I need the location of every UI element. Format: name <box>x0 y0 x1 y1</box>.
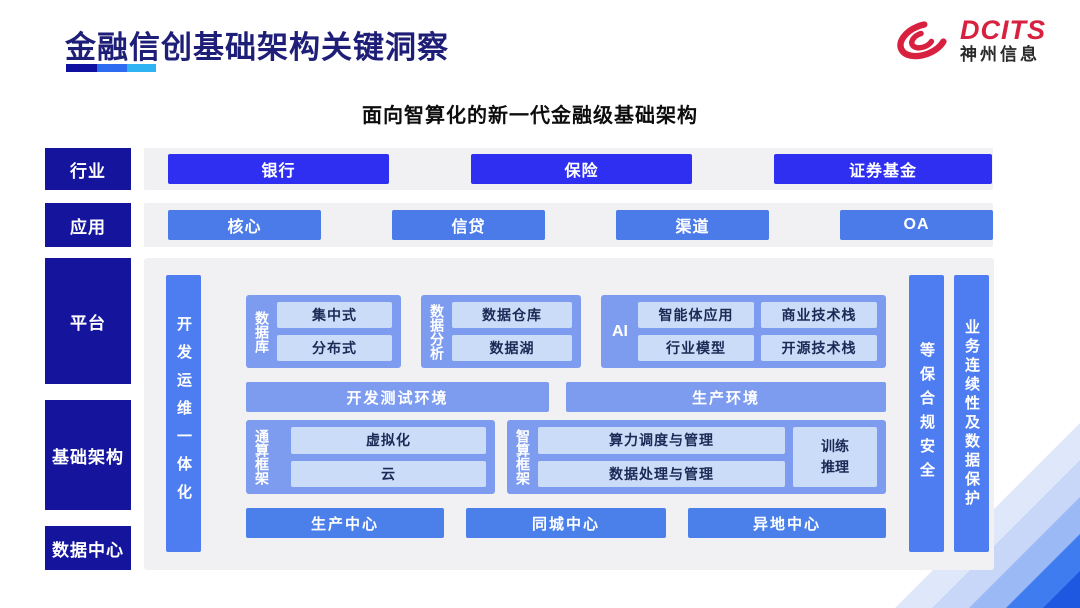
industry-row: 银行 保险 证券基金 <box>144 148 993 190</box>
dev-test-environment-bar: 开发测试环境 <box>246 382 549 412</box>
analytics-item-lake: 数据湖 <box>452 335 572 361</box>
industry-item-insurance: 保险 <box>471 154 692 184</box>
ai-framework-item-compute-scheduling: 算力调度与管理 <box>538 427 785 454</box>
ai-item-commercial-stack: 商业技术栈 <box>761 302 877 328</box>
architecture-diagram: 行业 银行 保险 证券基金 应用 核心 信贷 渠道 OA 平台 基础架构 数据中… <box>45 148 994 570</box>
underline-segment <box>97 64 127 72</box>
database-group-label: 数据库 <box>254 310 270 353</box>
underline-segment <box>66 64 97 72</box>
datacenters-row: 生产中心 同城中心 异地中心 <box>246 508 886 538</box>
center-remote: 异地中心 <box>688 508 886 538</box>
frameworks-row: 通算框架 虚拟化 云 智算框架 算力调度与管理 数据处理与管理 <box>246 420 886 494</box>
production-environment-bar: 生产环境 <box>566 382 886 412</box>
general-item-virtualization: 虚拟化 <box>291 427 486 454</box>
platform-content: 数据库 集中式 分布式 数据分析 数据仓库 数据湖 <box>246 275 886 552</box>
page-title: 金融信创基础架构关键洞察 <box>65 30 449 65</box>
title-underline <box>66 64 156 72</box>
database-item-distributed: 分布式 <box>277 335 392 361</box>
layer-label-platform: 平台 <box>45 258 131 384</box>
layer-label-application: 应用 <box>45 203 131 247</box>
industry-item-securities: 证券基金 <box>774 154 992 184</box>
pillar-devops: 开发运维一体化 <box>166 275 201 552</box>
layer-label-infrastructure: 基础架构 <box>45 400 131 510</box>
application-item-core: 核心 <box>168 210 321 240</box>
training-inference-box: 训练推理 <box>793 427 877 487</box>
general-compute-framework-group: 通算框架 虚拟化 云 <box>246 420 495 494</box>
analytics-item-warehouse: 数据仓库 <box>452 302 572 328</box>
application-row: 核心 信贷 渠道 OA <box>144 203 993 247</box>
layer-label-column: 平台 基础架构 数据中心 <box>45 258 131 570</box>
database-item-centralized: 集中式 <box>277 302 392 328</box>
platform-services-row: 数据库 集中式 分布式 数据分析 数据仓库 数据湖 <box>246 295 886 368</box>
data-analytics-group-label: 数据分析 <box>429 303 445 360</box>
application-item-oa: OA <box>840 210 993 240</box>
general-compute-framework-label: 通算框架 <box>254 429 270 485</box>
underline-segment <box>127 64 156 72</box>
general-item-cloud: 云 <box>291 460 486 487</box>
logo-brand-text: DCITS <box>960 15 1046 45</box>
ai-framework-item-data-processing: 数据处理与管理 <box>538 460 785 487</box>
data-analytics-group: 数据分析 数据仓库 数据湖 <box>421 295 581 368</box>
layer-label-industry: 行业 <box>45 148 131 190</box>
pillar-business-continuity: 业务连续性及数据保护 <box>954 275 989 552</box>
platform-zone: 开发运维一体化 数据库 集中式 分布式 数据分析 <box>144 258 994 570</box>
ai-item-industry-model: 行业模型 <box>638 335 754 361</box>
industry-item-bank: 银行 <box>168 154 389 184</box>
dcits-logo: DCITS 神州信息 <box>894 16 1046 64</box>
center-same-city: 同城中心 <box>466 508 666 538</box>
application-item-channel: 渠道 <box>616 210 769 240</box>
layer-label-datacenter: 数据中心 <box>45 526 131 570</box>
ai-group: AI 智能体应用 商业技术栈 行业模型 开源技术栈 <box>601 295 886 368</box>
database-group: 数据库 集中式 分布式 <box>246 295 401 368</box>
diagram-subtitle: 面向智算化的新一代金融级基础架构 <box>362 105 698 127</box>
pillar-security-compliance: 等保合规安全 <box>909 275 944 552</box>
logo-company-text: 神州信息 <box>960 45 1040 65</box>
dcits-swirl-icon <box>897 20 949 60</box>
center-production: 生产中心 <box>246 508 444 538</box>
application-item-credit: 信贷 <box>392 210 545 240</box>
ai-group-label: AI <box>612 322 628 340</box>
ai-compute-framework-group: 智算框架 算力调度与管理 数据处理与管理 训练推理 <box>507 420 886 494</box>
environments-row: 开发测试环境 生产环境 <box>246 382 886 412</box>
ai-compute-framework-label: 智算框架 <box>515 429 531 485</box>
ai-item-open-source-stack: 开源技术栈 <box>761 335 877 361</box>
ai-item-agent-app: 智能体应用 <box>638 302 754 328</box>
